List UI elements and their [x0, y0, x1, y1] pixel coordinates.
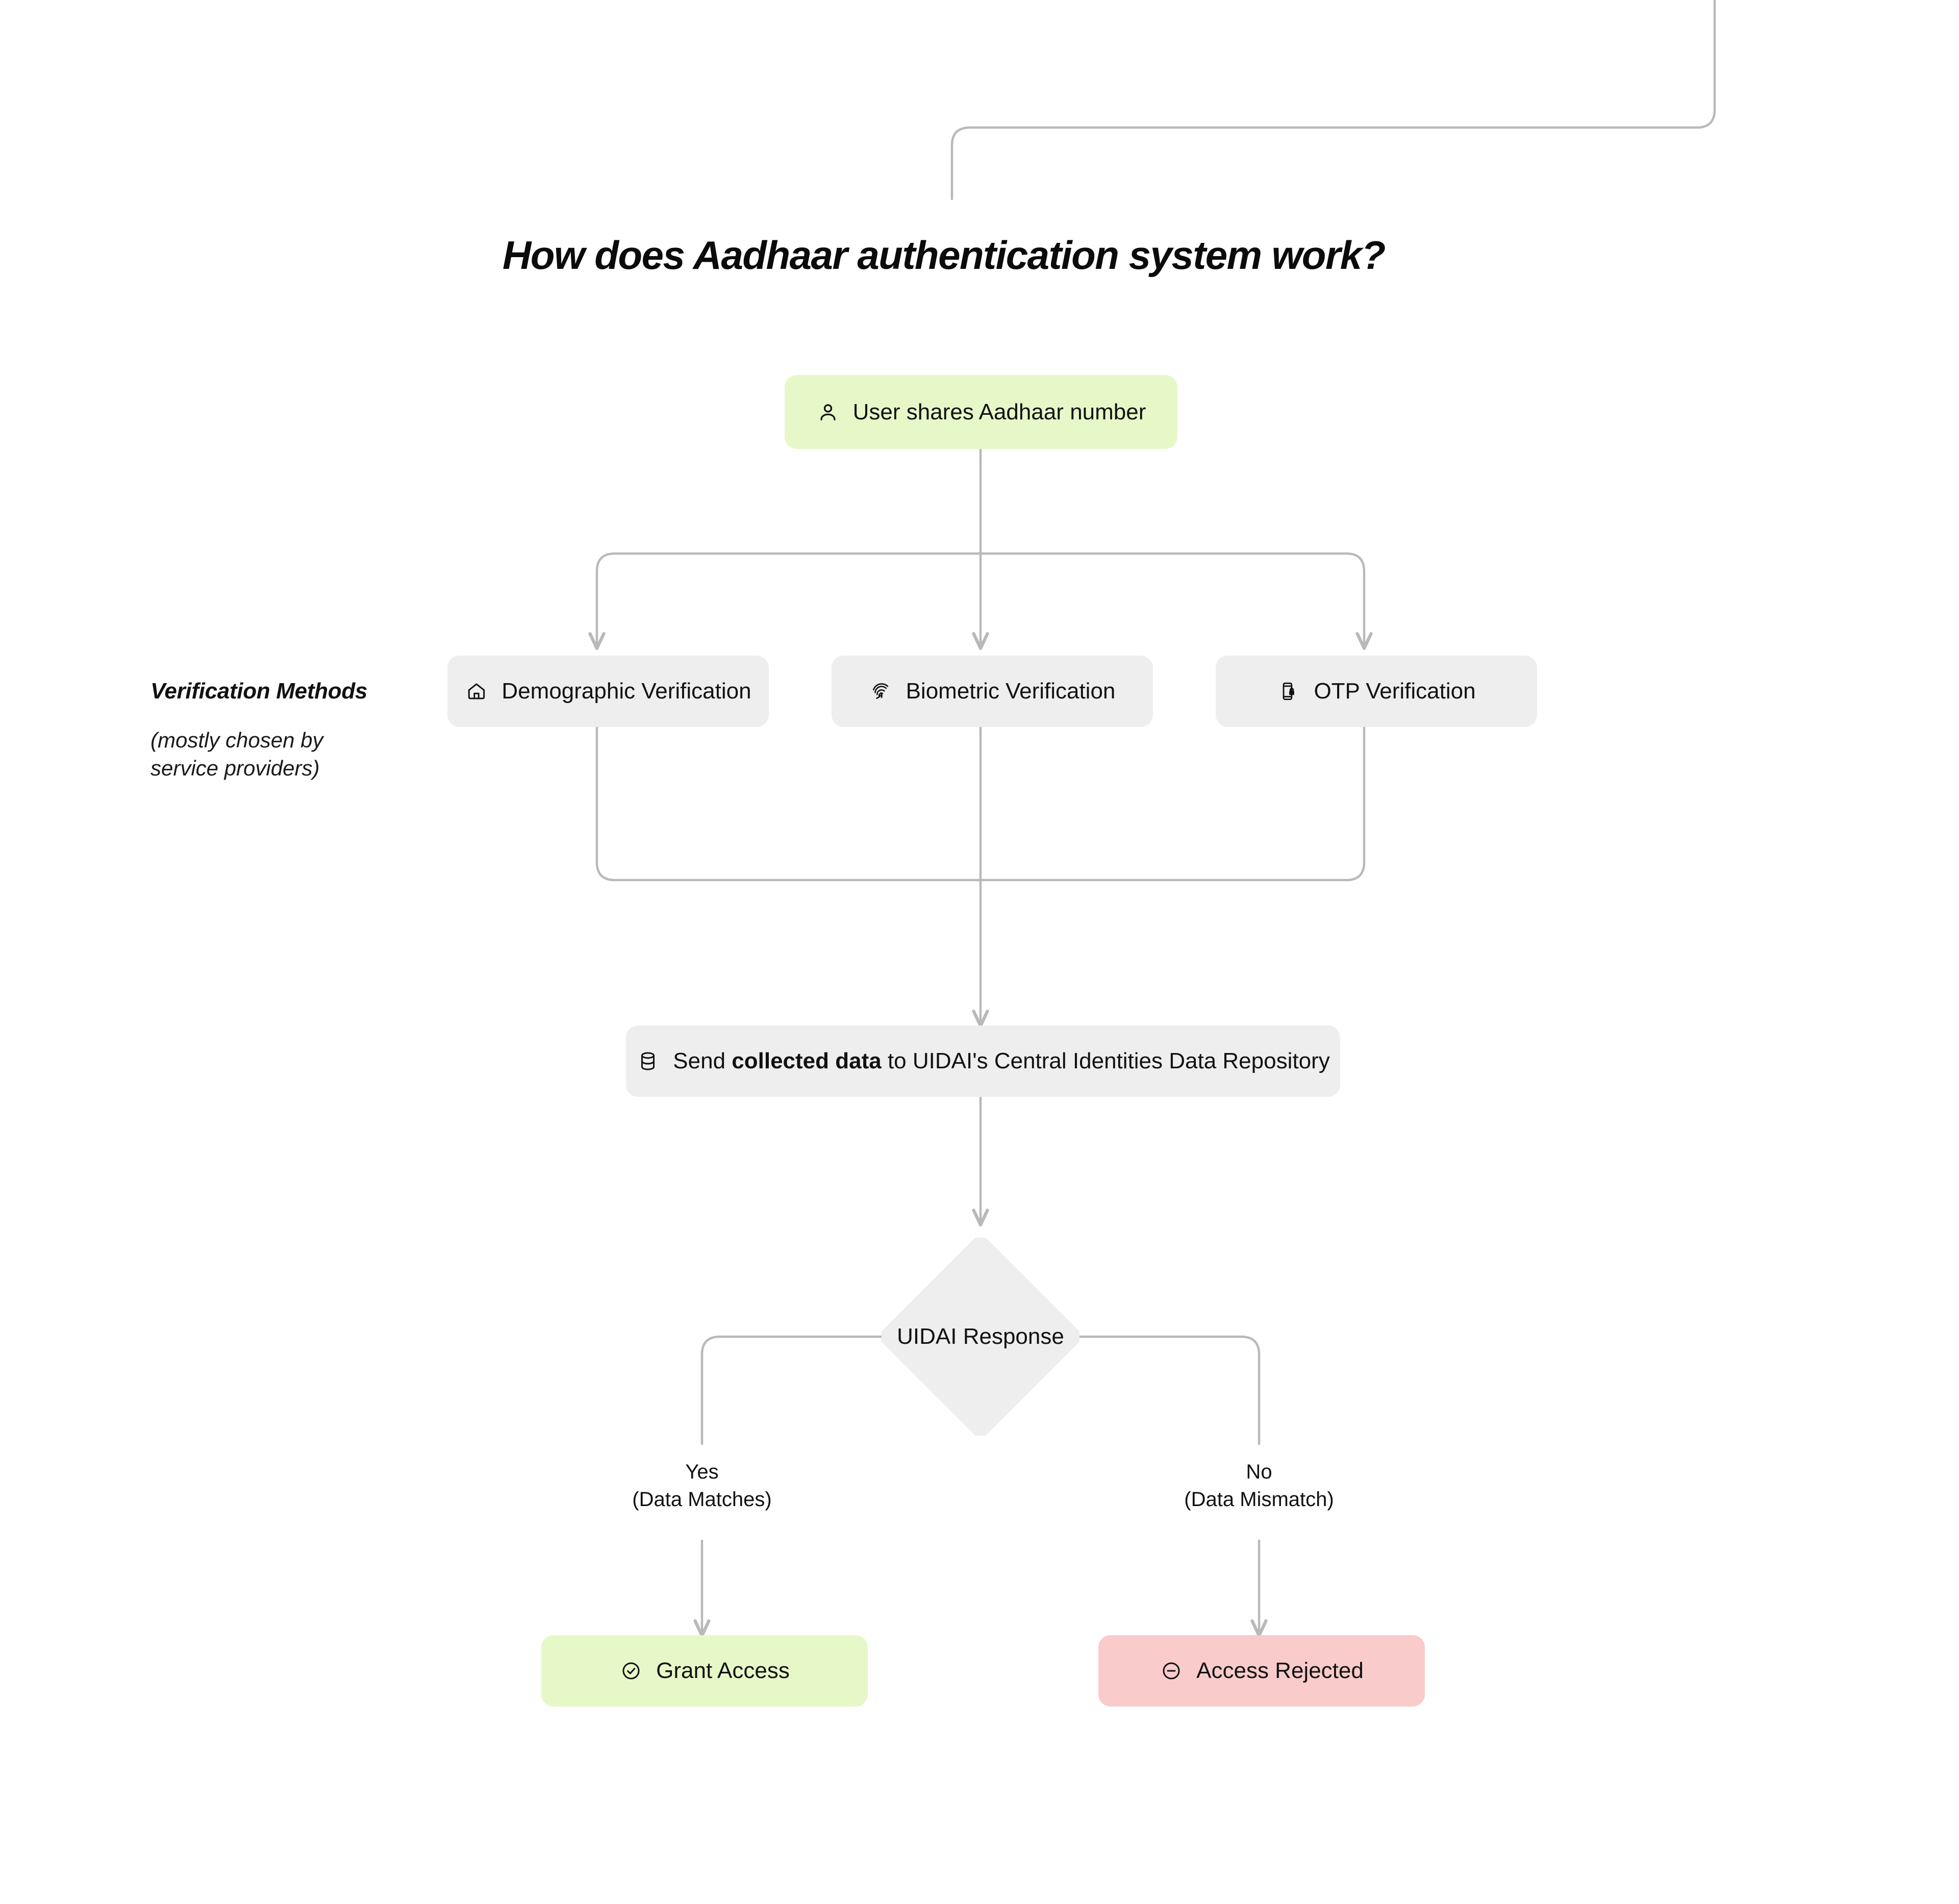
node-grant-access[interactable]: Grant Access	[541, 1635, 868, 1707]
fingerprint-icon	[869, 680, 893, 703]
annotation-subtext-line1: (mostly chosen by	[150, 728, 323, 752]
node-label: Access Rejected	[1196, 1658, 1364, 1683]
send-data-suffix: to UIDAI's Central Identities Data Repos…	[881, 1048, 1330, 1073]
send-data-prefix: Send	[673, 1048, 732, 1073]
edge-start-to-otp	[979, 552, 1373, 650]
edge-start-to-demographic	[588, 552, 982, 650]
node-label: Send collected data to UIDAI's Central I…	[673, 1050, 1329, 1072]
minus-circle-icon	[1160, 1659, 1183, 1683]
node-uidai-response-decision[interactable]: UIDAI Response	[882, 1238, 1079, 1436]
node-label: User shares Aadhaar number	[852, 399, 1146, 424]
edge-label-yes-line2: (Data Matches)	[632, 1488, 772, 1511]
edge-top-decoration	[950, 0, 1716, 201]
edge-otp-to-merge	[979, 725, 1366, 882]
diamond-shape	[882, 1238, 1079, 1436]
node-label: Biometric Verification	[906, 679, 1116, 704]
verification-methods-annotation: Verification Methods (mostly chosen by s…	[150, 679, 436, 782]
edge-label-yes: Yes (Data Matches)	[632, 1458, 771, 1513]
annotation-subtext-line2: service providers)	[150, 756, 320, 780]
node-user-shares-aadhaar[interactable]: User shares Aadhaar number	[785, 375, 1177, 449]
phone-lock-icon	[1277, 680, 1300, 703]
node-biometric-verification[interactable]: Biometric Verification	[832, 656, 1153, 727]
decision-label: UIDAI Response	[897, 1324, 1064, 1349]
home-icon	[465, 680, 488, 703]
node-label: Demographic Verification	[501, 679, 751, 704]
edge-decision-no-turn	[1078, 1335, 1261, 1445]
node-label: Grant Access	[656, 1658, 790, 1683]
page-title: How does Aadhaar authentication system w…	[503, 233, 1386, 278]
node-access-rejected[interactable]: Access Rejected	[1098, 1635, 1425, 1707]
node-send-collected-data[interactable]: Send collected data to UIDAI's Central I…	[626, 1025, 1340, 1097]
edge-label-yes-line1: Yes	[685, 1461, 719, 1483]
annotation-subtext: (mostly chosen by service providers)	[150, 726, 436, 782]
edge-demographic-to-merge	[595, 725, 982, 882]
check-circle-icon	[619, 1659, 643, 1683]
edge-label-no-line1: No	[1246, 1461, 1272, 1483]
send-data-bold: collected data	[732, 1048, 882, 1073]
user-icon	[816, 400, 840, 424]
edge-decision-yes-turn	[700, 1335, 883, 1445]
edge-label-no-line2: (Data Mismatch)	[1184, 1488, 1334, 1511]
database-icon	[636, 1049, 660, 1073]
node-otp-verification[interactable]: OTP Verification	[1216, 656, 1537, 727]
node-demographic-verification[interactable]: Demographic Verification	[447, 656, 769, 727]
node-label: OTP Verification	[1314, 679, 1476, 704]
edge-label-no: No (Data Mismatch)	[1184, 1458, 1334, 1513]
annotation-heading: Verification Methods	[150, 679, 368, 704]
